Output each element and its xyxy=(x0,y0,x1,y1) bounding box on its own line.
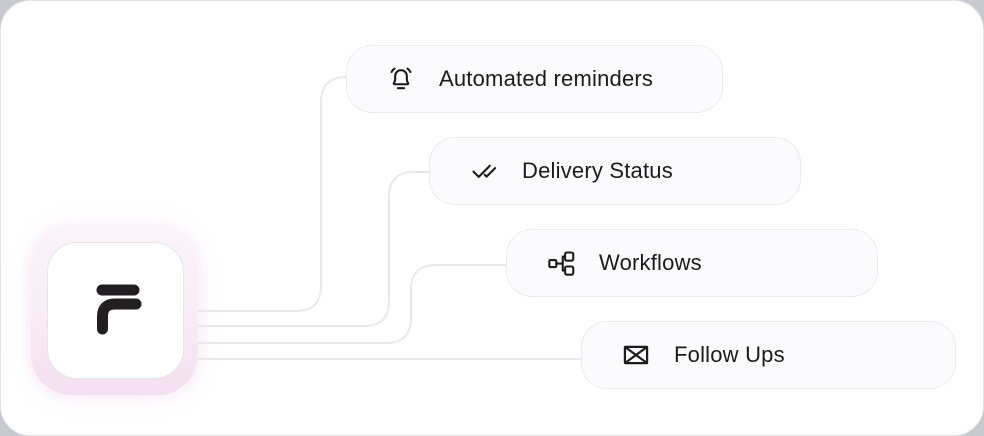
bell-ring-icon xyxy=(387,65,415,93)
feature-pill-label: Delivery Status xyxy=(522,158,673,183)
envelope-icon xyxy=(622,341,650,369)
feature-pill-label: Workflows xyxy=(599,250,702,275)
double-check-icon xyxy=(470,157,498,185)
connector-automated-reminders xyxy=(191,76,348,312)
workflow-icon xyxy=(547,249,575,277)
feature-pill-workflows: Workflows xyxy=(506,229,878,297)
feature-pill-label: Automated reminders xyxy=(439,66,654,91)
feature-pill-follow-ups: Follow Ups xyxy=(581,321,956,389)
brand-logo xyxy=(47,242,184,379)
connector-delivery-status xyxy=(191,171,430,327)
brand-logo-icon xyxy=(96,284,141,334)
feature-pill-delivery-status: Delivery Status xyxy=(429,137,801,205)
connector-workflows xyxy=(191,264,507,344)
feature-pill-label: Follow Ups xyxy=(674,342,785,367)
feature-pill-automated-reminders: Automated reminders xyxy=(346,45,723,113)
